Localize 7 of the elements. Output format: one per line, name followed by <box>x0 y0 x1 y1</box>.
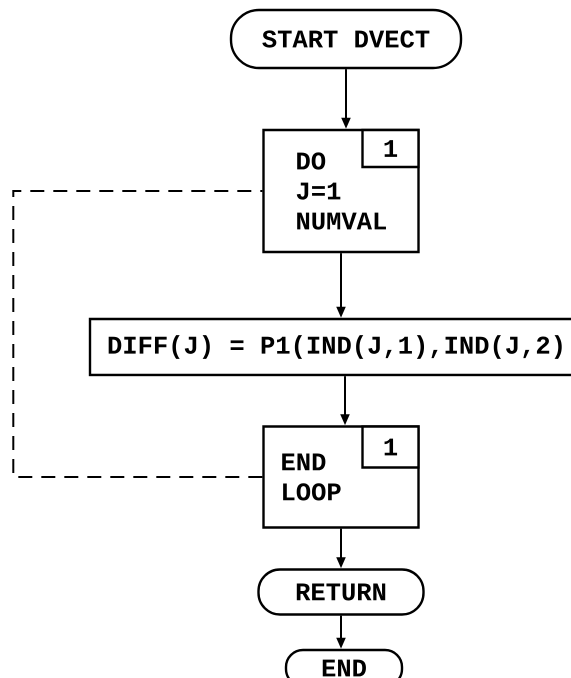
terminal-box: END <box>284 648 404 678</box>
loop-back-line <box>12 190 262 478</box>
terminal-box: START DVECT <box>230 8 462 70</box>
process-box: DIFF(J) = P1(IND(J,1),IND(J,2) <box>88 318 571 376</box>
loop-number-box: 1 <box>361 425 420 469</box>
terminal-box: RETURN <box>257 568 425 616</box>
loop-number-box: 1 <box>361 128 420 168</box>
